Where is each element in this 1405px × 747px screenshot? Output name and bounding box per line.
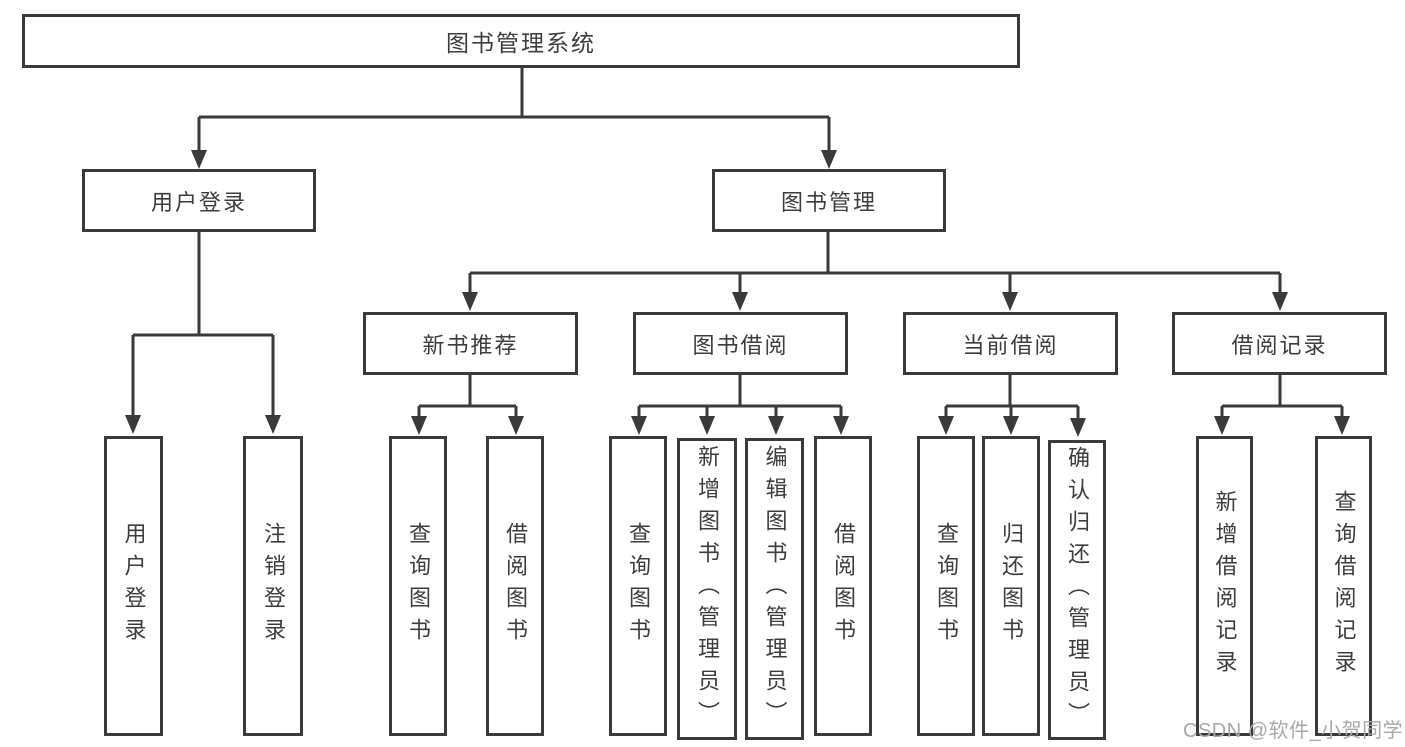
leaf-query-book-new: 查询图书 [389, 436, 447, 736]
node-book-mgmt-label: 图书管理 [780, 189, 877, 215]
node-user-login-label: 用户登录 [150, 189, 247, 215]
leaf-borrow-book-borrow-label: 借阅图书 [831, 522, 856, 650]
leaf-return-book: 归还图书 [982, 436, 1040, 736]
leaf-query-book-borrow: 查询图书 [609, 436, 667, 736]
leaf-query-book-new-label: 查询图书 [406, 522, 431, 650]
leaf-logout: 注销登录 [243, 436, 303, 736]
node-borrow-record: 借阅记录 [1172, 312, 1387, 375]
connector-user-login [125, 232, 281, 434]
leaf-edit-book: 编辑图书（管理员） [745, 438, 804, 740]
leaf-logout-label: 注销登录 [261, 522, 286, 650]
connector-book-borrow [631, 374, 849, 435]
leaf-borrow-book-new: 借阅图书 [486, 436, 544, 736]
leaf-add-book: 新增图书（管理员） [677, 438, 737, 740]
node-root-label: 图书管理系统 [446, 30, 596, 56]
leaf-query-borrow-record-label: 查询借阅记录 [1331, 490, 1357, 682]
leaf-user-login: 用户登录 [104, 436, 163, 736]
leaf-query-borrow-record: 查询借阅记录 [1315, 436, 1372, 736]
leaf-return-book-label: 归还图书 [999, 522, 1024, 650]
node-user-login: 用户登录 [82, 169, 316, 232]
leaf-add-borrow-record: 新增借阅记录 [1196, 436, 1253, 736]
node-book-borrow-label: 图书借阅 [692, 332, 789, 358]
csdn-watermark: CSDN @软件_小贺同学 [1183, 720, 1404, 742]
connector-root [191, 68, 837, 169]
leaf-borrow-book-borrow: 借阅图书 [814, 436, 872, 736]
connector-borrow-record [1214, 374, 1350, 435]
leaf-query-book-current: 查询图书 [917, 436, 975, 736]
leaf-query-book-current-label: 查询图书 [934, 522, 959, 650]
node-book-mgmt: 图书管理 [712, 169, 946, 232]
leaf-confirm-return-label: 确认归还（管理员） [1065, 446, 1090, 734]
node-book-borrow: 图书借阅 [633, 312, 848, 375]
connector-book-mgmt [462, 232, 1288, 311]
leaf-borrow-book-new-label: 借阅图书 [503, 522, 528, 650]
connector-current-borrow [938, 374, 1086, 437]
leaf-add-borrow-record-label: 新增借阅记录 [1212, 490, 1238, 682]
leaf-edit-book-label: 编辑图书（管理员） [762, 445, 788, 733]
leaf-add-book-label: 新增图书（管理员） [695, 445, 720, 733]
leaf-user-login-label: 用户登录 [121, 522, 147, 650]
node-root: 图书管理系统 [22, 14, 1020, 68]
node-new-book-rec-label: 新书推荐 [422, 332, 519, 358]
leaf-query-book-borrow-label: 查询图书 [626, 522, 651, 650]
leaf-confirm-return: 确认归还（管理员） [1048, 440, 1106, 740]
node-new-book-rec: 新书推荐 [363, 312, 578, 375]
node-current-borrow: 当前借阅 [903, 312, 1118, 375]
node-borrow-record-label: 借阅记录 [1231, 332, 1328, 358]
connector-new-book-rec [411, 374, 524, 435]
node-current-borrow-label: 当前借阅 [962, 332, 1059, 358]
